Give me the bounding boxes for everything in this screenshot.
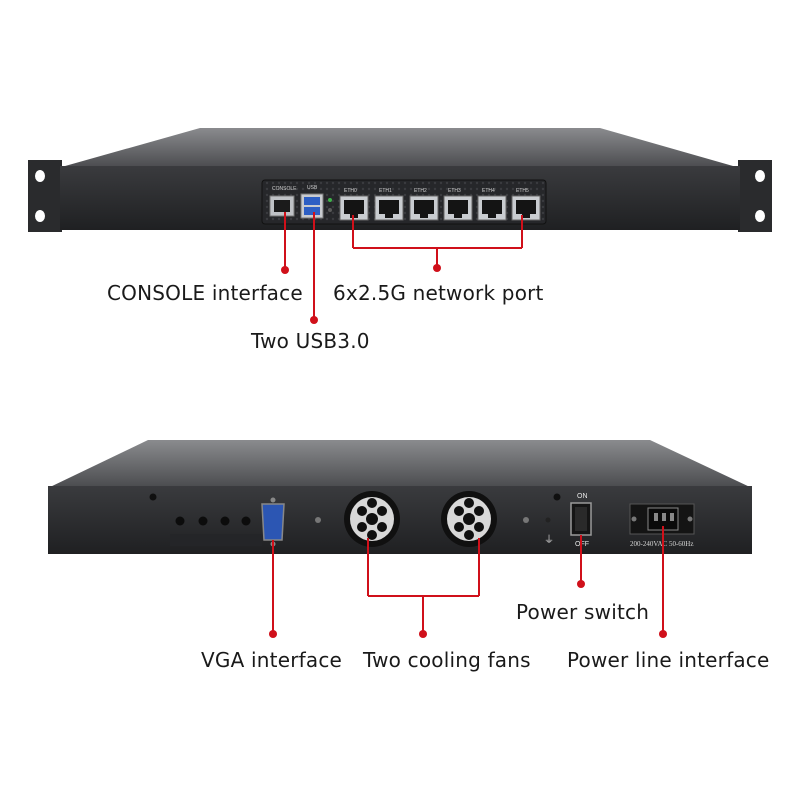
- vga-interface-label: VGA interface: [201, 648, 343, 672]
- eth3-port-label: ETH3: [448, 188, 461, 194]
- usb-label: Two USB3.0: [251, 329, 370, 353]
- svg-text:⏚: ⏚: [544, 534, 554, 546]
- cooling-fan-right: [441, 491, 497, 547]
- network-port-label: 6x2.5G network port: [333, 281, 544, 305]
- front-unit: CONSOLE USB ETH0 ETH1 ETH2 ETH3 ETH4 ETH…: [28, 128, 772, 324]
- front-callout-lines: [284, 212, 523, 320]
- eth0-port-label: ETH0: [344, 188, 357, 194]
- power-rating-label: 200-240VAC 50-60Hz: [630, 540, 693, 548]
- rear-callout-lines: [272, 526, 664, 634]
- usb-port-label: USB: [307, 185, 318, 191]
- console-port: [269, 195, 295, 217]
- cooling-fan-left: [344, 491, 400, 547]
- power-line-interface-label: Power line interface: [567, 648, 770, 672]
- status-led: [328, 198, 332, 202]
- power-switch-label: Power switch: [516, 600, 650, 624]
- console-interface-label: CONSOLE interface: [107, 281, 303, 305]
- eth5-port-label: ETH5: [516, 188, 529, 194]
- eth4-port-label: ETH4: [482, 188, 495, 194]
- power-switch-on-label: ON: [577, 493, 588, 500]
- cooling-fans-label: Two cooling fans: [363, 648, 531, 672]
- eth2-port-label: ETH2: [414, 188, 427, 194]
- eth1-port-label: ETH1: [379, 188, 392, 194]
- console-port-label: CONSOLE: [272, 186, 297, 192]
- usb-ports: [300, 193, 324, 219]
- ethernet-ports: [339, 195, 541, 221]
- vga-port: [261, 497, 285, 547]
- rear-unit: ⏚ ON OFF 200-240VAC 50-60Hz: [48, 440, 752, 638]
